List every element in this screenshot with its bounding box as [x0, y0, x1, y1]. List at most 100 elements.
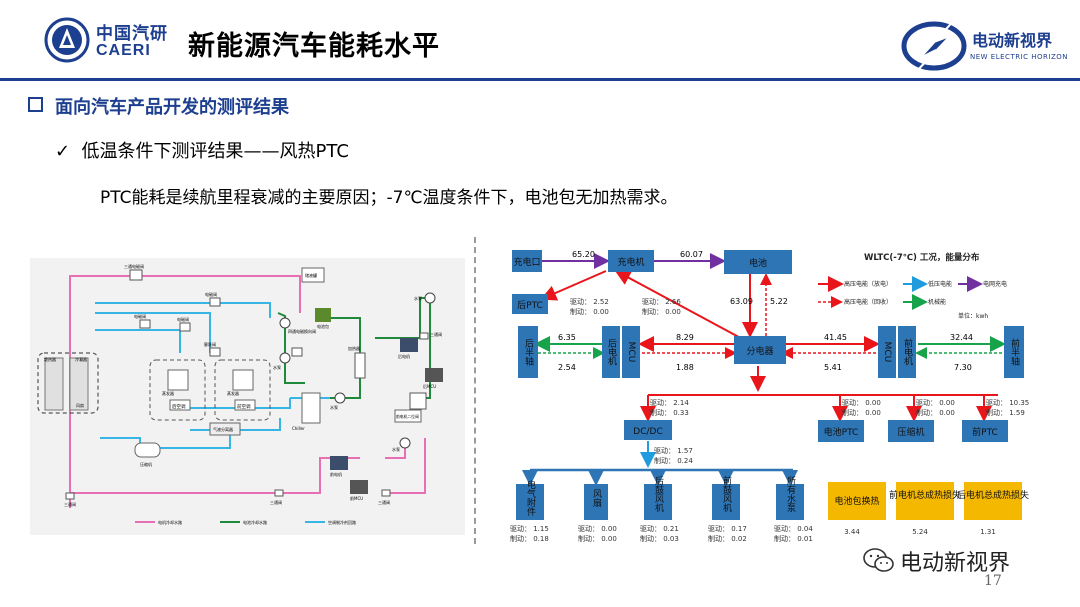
svg-text:1.88: 1.88: [676, 363, 694, 372]
square-bullet-icon: [28, 97, 43, 112]
svg-text:5.24: 5.24: [912, 528, 928, 536]
svg-text:制动： 0.18: 制动： 0.18: [510, 534, 549, 543]
page-number: 17: [984, 573, 1002, 589]
svg-text:5.22: 5.22: [770, 297, 788, 306]
svg-text:后半轴: 后半轴: [523, 338, 534, 366]
electric-horizon-logo-icon: [901, 15, 967, 72]
svg-text:驱动： 1.57: 驱动： 1.57: [654, 446, 693, 455]
svg-text:加热器: 加热器: [348, 345, 360, 351]
svg-text:后电机总成热损失: 后电机总成热损失: [957, 489, 1029, 501]
svg-text:驱动： 0.17: 驱动： 0.17: [708, 524, 747, 533]
svg-text:电池PTC: 电池PTC: [824, 426, 859, 438]
svg-text:制动： 0.02: 制动： 0.02: [708, 534, 747, 543]
svg-text:储液罐: 储液罐: [305, 272, 317, 278]
svg-text:充电口: 充电口: [513, 256, 540, 268]
svg-text:驱动： 0.21: 驱动： 0.21: [640, 524, 679, 533]
svg-text:制动： 1.59: 制动： 1.59: [986, 408, 1025, 417]
caeri-logo-icon: [44, 17, 90, 63]
svg-text:三通阀: 三通阀: [64, 501, 76, 507]
svg-text:膨胀阀: 膨胀阀: [204, 341, 216, 347]
svg-text:2.54: 2.54: [558, 363, 576, 372]
svg-text:电磁阀: 电磁阀: [134, 313, 146, 319]
bullet-text: 低温条件下测评结果——风热PTC: [81, 141, 349, 162]
thermal-system-schematic: 散热器 冷凝器 风扇 后空调 前空调 蒸发器 蒸发器 气液分离器 压缩机 Chi…: [30, 258, 465, 535]
slide-header: 中国汽研 CAERI 新能源汽车能耗水平 电动新视界 NEW ELECTRIC …: [0, 0, 1080, 80]
node-front-mcu: MCU: [878, 326, 896, 378]
svg-text:水泵: 水泵: [392, 446, 400, 452]
svg-text:电机冷却水路: 电机冷却水路: [158, 519, 182, 525]
svg-text:单位：kwh: 单位：kwh: [958, 312, 988, 320]
svg-text:驱动： 2.66: 驱动： 2.66: [642, 297, 681, 306]
loss-front-motor: 前电机总成热损失: [889, 482, 961, 520]
svg-text:Chiller: Chiller: [292, 426, 305, 431]
node-rear-axle: 后半轴: [518, 326, 538, 378]
wechat-icon: [863, 548, 894, 572]
logo-chinese: 中国汽研: [96, 24, 168, 44]
svg-text:空调制冷剂回路: 空调制冷剂回路: [328, 519, 356, 525]
svg-text:前电机总成热损失: 前电机总成热损失: [889, 489, 961, 501]
svg-text:DC/DC: DC/DC: [633, 427, 662, 437]
svg-text:驱动： 2.14: 驱动： 2.14: [650, 398, 689, 407]
node-charge-port: 充电口: [512, 250, 542, 272]
node-pumps: 所有水泵: [776, 476, 804, 520]
svg-text:5.41: 5.41: [824, 363, 842, 372]
flow-legend: 高压电能（放电） 低压电能 电网充电 高压电能（回收） 机械能 单位：kwh: [818, 276, 1007, 320]
svg-text:充电机: 充电机: [617, 256, 644, 268]
svg-text:驱动： 2.52: 驱动： 2.52: [570, 297, 609, 306]
node-dcdc: DC/DC: [624, 420, 672, 440]
svg-text:电网充电: 电网充电: [983, 280, 1007, 288]
node-rear-blower: 后鼓风机: [644, 476, 672, 520]
svg-text:后空调: 后空调: [172, 403, 186, 410]
watermark: 电动新视界: [862, 543, 1042, 579]
svg-text:三通阀: 三通阀: [378, 499, 390, 505]
node-rear-motor: 后电机: [602, 326, 620, 378]
svg-text:电气附件: 电气附件: [525, 479, 536, 517]
svg-text:前空调: 前空调: [237, 403, 251, 410]
svg-text:电池包换热: 电池包换热: [834, 495, 879, 507]
svg-text:分电器: 分电器: [746, 345, 773, 357]
svg-text:压缩机: 压缩机: [140, 461, 152, 467]
hv-arrow: [614, 270, 749, 343]
svg-text:水泵: 水泵: [273, 364, 281, 370]
svg-text:蒸发器: 蒸发器: [227, 390, 239, 396]
flow-title: WLTC(-7℃) 工况，能量分布: [864, 252, 980, 263]
header-rule: [0, 78, 1080, 81]
svg-text:前鼓风机: 前鼓风机: [721, 475, 732, 513]
node-accessories: 电气附件: [516, 479, 544, 520]
section-heading: 面向汽车产品开发的测评结果: [28, 93, 289, 119]
svg-text:电池包: 电池包: [317, 323, 329, 329]
svg-text:电池: 电池: [749, 257, 767, 269]
svg-text:散热器: 散热器: [44, 356, 56, 362]
svg-text:电磁阀: 电磁阀: [205, 291, 217, 297]
svg-text:前半轴: 前半轴: [1009, 337, 1020, 366]
svg-text:三通阀: 三通阀: [430, 331, 442, 337]
svg-text:压缩机: 压缩机: [897, 426, 924, 438]
brand-english: NEW ELECTRIC HORIZON: [970, 53, 1068, 61]
panel-divider: [474, 237, 476, 544]
svg-text:后电机: 后电机: [606, 338, 617, 366]
svg-text:风扇: 风扇: [76, 402, 84, 408]
svg-text:机械能: 机械能: [928, 298, 946, 306]
value-label: 65.20: [572, 250, 595, 259]
svg-text:蒸发器: 蒸发器: [162, 390, 174, 396]
node-battery: 电池: [724, 250, 792, 274]
node-distributor: 分电器: [734, 336, 786, 364]
svg-text:三通阀: 三通阀: [270, 499, 282, 505]
value-label: 60.07: [680, 250, 703, 259]
node-charger: 充电机: [608, 250, 654, 272]
svg-text:63.09: 63.09: [730, 297, 753, 306]
loss-rear-motor: 后电机总成热损失: [957, 482, 1029, 520]
logo-english: CAERI: [96, 42, 151, 59]
svg-text:水泵: 水泵: [414, 295, 422, 301]
svg-text:制动： 0.03: 制动： 0.03: [640, 534, 679, 543]
svg-text:制动： 0.01: 制动： 0.01: [774, 534, 813, 543]
svg-text:风扇: 风扇: [591, 489, 602, 508]
svg-text:41.45: 41.45: [824, 333, 847, 342]
node-front-motor: 前电机: [898, 326, 916, 378]
svg-text:制动： 0.00: 制动： 0.00: [570, 307, 609, 316]
svg-text:前电机二位阀: 前电机二位阀: [396, 414, 419, 419]
svg-text:制动： 0.00: 制动： 0.00: [578, 534, 617, 543]
hv-arrow: [540, 270, 607, 301]
svg-text:32.44: 32.44: [950, 333, 973, 342]
svg-text:MCU: MCU: [882, 342, 892, 363]
